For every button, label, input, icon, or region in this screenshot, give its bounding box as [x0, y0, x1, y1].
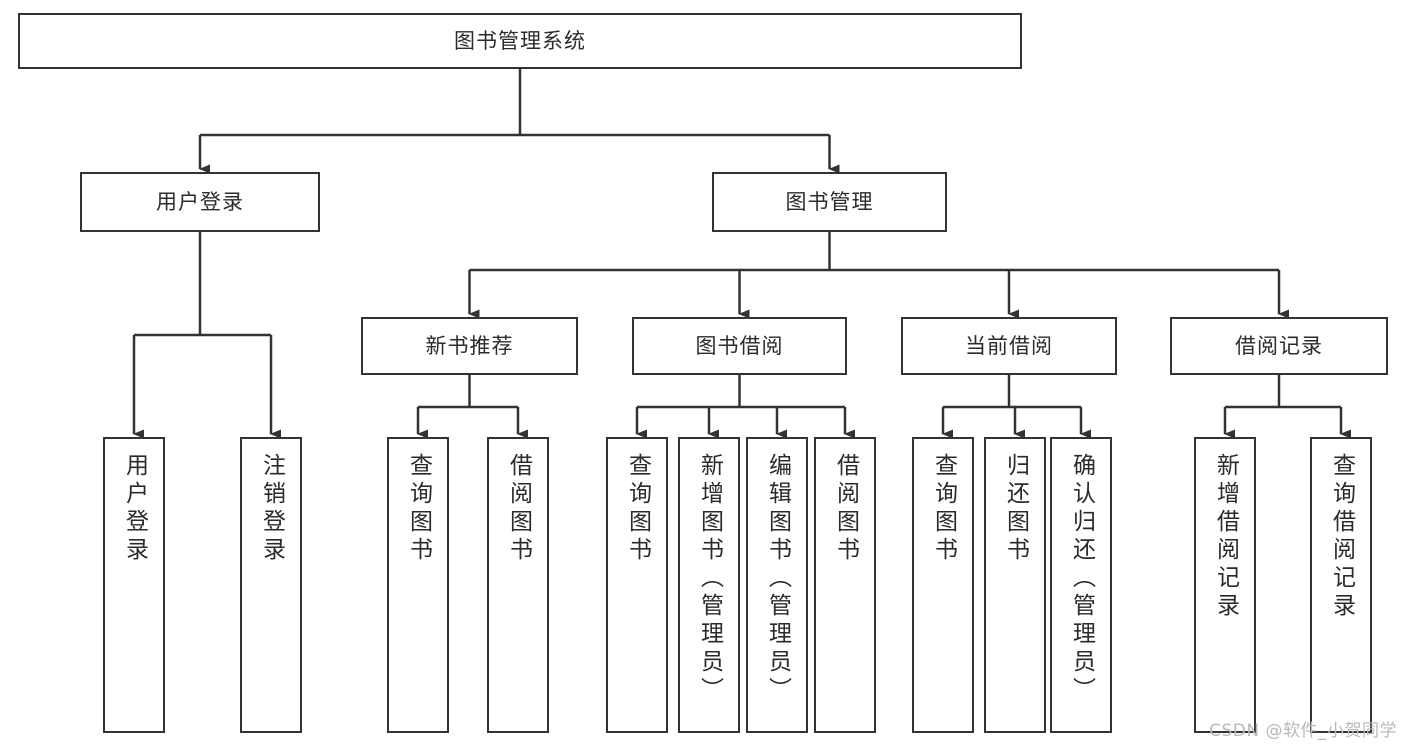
node-leaf-borrow-book-rec[interactable]: 借阅图书 [487, 437, 549, 733]
node-leaf-query-book-rec[interactable]: 查询图书 [387, 437, 449, 733]
node-leaf-user-login[interactable]: 用户登录 [103, 437, 165, 733]
node-label-book-borrow: 图书借阅 [695, 333, 784, 358]
node-leaf-query-book-current[interactable]: 查询图书 [912, 437, 974, 733]
node-label-new-book-rec: 新书推荐 [425, 333, 514, 358]
node-label-root: 图书管理系统 [454, 28, 586, 53]
node-borrow-record[interactable]: 借阅记录 [1170, 317, 1388, 375]
node-user-login[interactable]: 用户登录 [80, 172, 320, 232]
node-new-book-rec[interactable]: 新书推荐 [361, 317, 578, 375]
node-book-mgmt[interactable]: 图书管理 [712, 172, 947, 232]
node-root[interactable]: 图书管理系统 [18, 13, 1022, 69]
node-label-borrow-record: 借阅记录 [1235, 333, 1323, 358]
node-label-current-borrow: 当前借阅 [965, 333, 1053, 358]
node-label-user-login: 用户登录 [156, 189, 244, 214]
node-label-book-mgmt: 图书管理 [785, 189, 874, 214]
node-book-borrow[interactable]: 图书借阅 [632, 317, 847, 375]
node-leaf-add-record[interactable]: 新增借阅记录 [1194, 437, 1256, 733]
node-label-leaf-query-book-borrow: 查询图书 [624, 453, 651, 565]
node-label-leaf-add-record: 新增借阅记录 [1212, 453, 1239, 621]
node-leaf-query-book-borrow[interactable]: 查询图书 [606, 437, 668, 733]
node-label-leaf-query-record: 查询借阅记录 [1328, 453, 1355, 621]
node-label-leaf-return-book: 归还图书 [1002, 453, 1029, 565]
node-label-leaf-logout: 注销登录 [258, 453, 285, 565]
node-label-leaf-query-book-rec: 查询图书 [405, 453, 432, 565]
csdn-watermark: CSDN @软件_小贺同学 [1209, 721, 1397, 741]
node-leaf-edit-book[interactable]: 编辑图书（管理员） [746, 437, 808, 733]
node-label-leaf-confirm-return: 确认归还（管理员） [1068, 453, 1095, 705]
node-leaf-logout[interactable]: 注销登录 [240, 437, 302, 733]
node-label-leaf-user-login: 用户登录 [121, 453, 148, 565]
node-label-leaf-borrow-book: 借阅图书 [832, 453, 859, 565]
node-label-leaf-add-book: 新增图书（管理员） [696, 453, 723, 705]
node-label-leaf-edit-book: 编辑图书（管理员） [764, 453, 791, 705]
node-label-leaf-query-book-current: 查询图书 [930, 453, 957, 565]
node-leaf-borrow-book[interactable]: 借阅图书 [814, 437, 876, 733]
node-leaf-query-record[interactable]: 查询借阅记录 [1310, 437, 1372, 733]
node-current-borrow[interactable]: 当前借阅 [901, 317, 1117, 375]
node-leaf-confirm-return[interactable]: 确认归还（管理员） [1050, 437, 1112, 733]
node-leaf-add-book[interactable]: 新增图书（管理员） [678, 437, 740, 733]
node-leaf-return-book[interactable]: 归还图书 [984, 437, 1046, 733]
node-label-leaf-borrow-book-rec: 借阅图书 [505, 453, 532, 565]
